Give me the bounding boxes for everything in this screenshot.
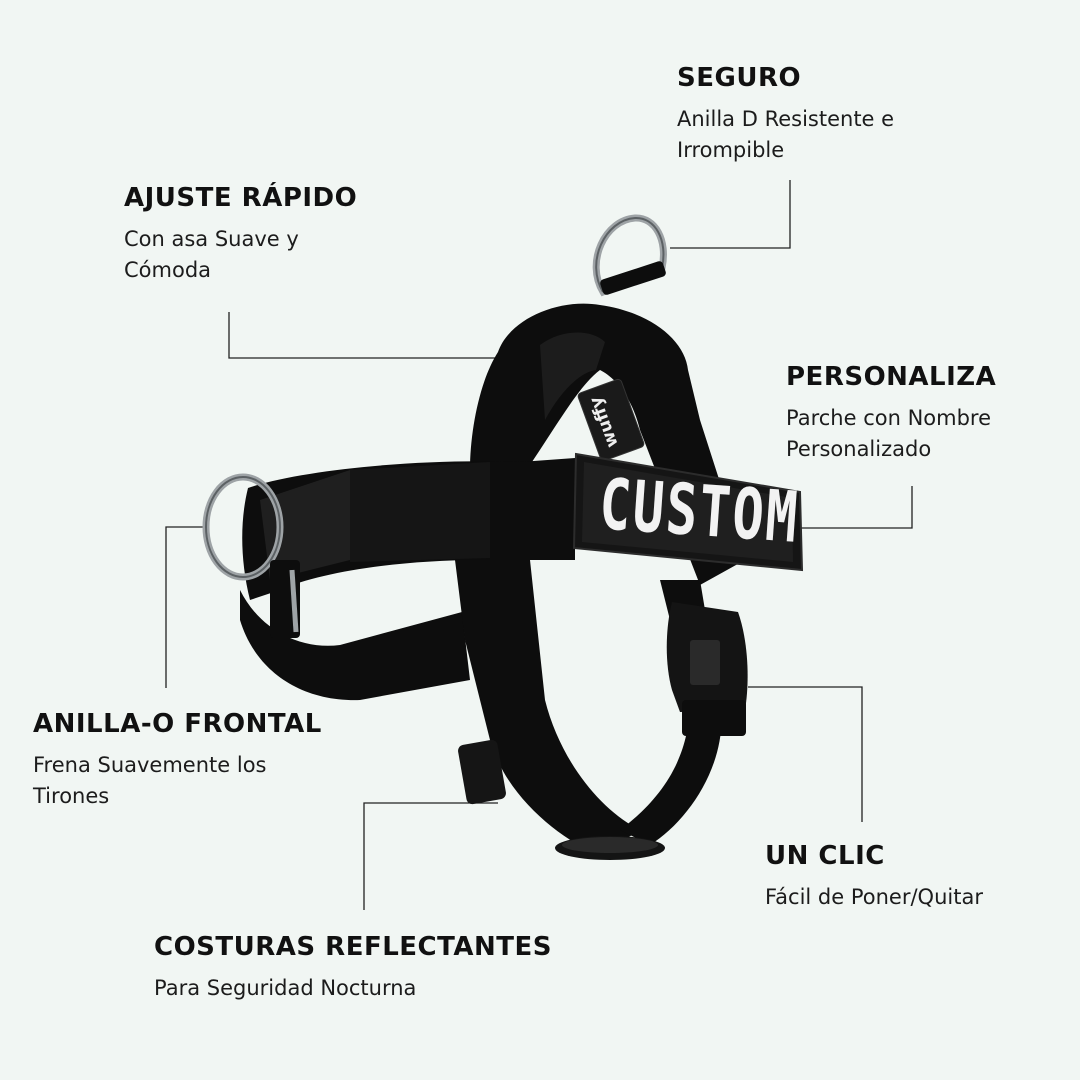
leader-line-costuras [363, 802, 498, 910]
callout-description: Con asa Suave y Cómoda [124, 227, 299, 282]
top-d-ring [592, 214, 667, 297]
callout-title: SEGURO [677, 63, 802, 93]
side-buckle [666, 602, 748, 736]
callout-anilla-frontal: ANILLA-O FRONTAL Frena Suavemente los Ti… [33, 708, 413, 812]
callout-description: Fácil de Poner/Quitar [765, 885, 983, 909]
leader-line-personaliza [800, 486, 913, 529]
callout-title: PERSONALIZA [786, 362, 997, 392]
name-patch-group: CUSTOM [572, 452, 804, 572]
callout-costuras-reflectantes: COSTURAS REFLECTANTES Para Seguridad Noc… [154, 931, 674, 1004]
callout-seguro: SEGURO Anilla D Resistente e Irrompible [677, 62, 1057, 166]
callout-ajuste-rapido: AJUSTE RÁPIDO Con asa Suave y Cómoda [124, 182, 504, 286]
leader-line-unclic [748, 686, 863, 822]
name-patch-text: CUSTOM [597, 463, 802, 559]
callout-description: Frena Suavemente los Tirones [33, 753, 267, 808]
leader-line-anilla [165, 526, 205, 688]
front-o-ring [202, 473, 300, 638]
callout-title: COSTURAS REFLECTANTES [154, 932, 552, 962]
callout-un-clic: UN CLIC Fácil de Poner/Quitar [765, 840, 1075, 913]
callout-personaliza: PERSONALIZA Parche con Nombre Personaliz… [786, 361, 1076, 465]
callout-description: Anilla D Resistente e Irrompible [677, 107, 895, 162]
callout-title: ANILLA-O FRONTAL [33, 709, 322, 739]
leader-lines [165, 180, 913, 910]
callout-description: Parche con Nombre Personalizado [786, 406, 992, 461]
callout-description: Para Seguridad Nocturna [154, 976, 417, 1000]
leader-line-seguro [670, 180, 791, 249]
callout-title: AJUSTE RÁPIDO [124, 183, 358, 213]
callout-title: UN CLIC [765, 841, 885, 871]
leader-line-ajuste [228, 312, 500, 359]
